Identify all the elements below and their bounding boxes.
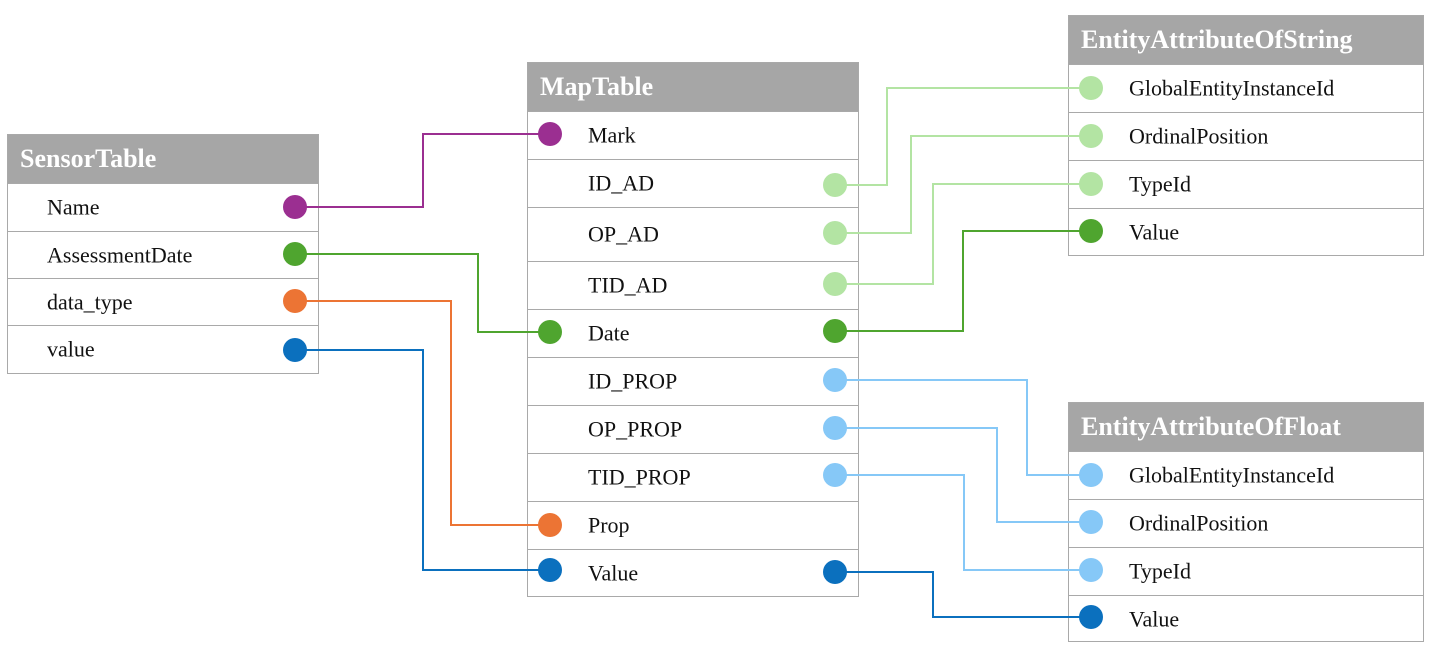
map-table-title: MapTable: [528, 63, 858, 111]
map-table: MapTable Mark ID_AD OP_AD TID_AD Date ID…: [527, 62, 859, 597]
map-row-tid-prop: TID_PROP: [588, 463, 691, 489]
map-row-op-ad: OP_AD: [588, 220, 659, 246]
float-row-ordinalposition: OrdinalPosition: [1129, 509, 1269, 535]
string-table-title: EntityAttributeOfString: [1069, 16, 1423, 64]
table-row: ID_PROP: [528, 357, 858, 405]
table-row: TID_AD: [528, 261, 858, 309]
map-row-op-prop: OP_PROP: [588, 415, 683, 441]
float-row-typeid: TypeId: [1129, 557, 1191, 583]
table-row: Mark: [528, 111, 858, 159]
string-row-typeid: TypeId: [1129, 170, 1191, 196]
table-row: Value: [1069, 208, 1423, 256]
map-row-id-ad: ID_AD: [588, 169, 654, 195]
table-row: GlobalEntityInstanceId: [1069, 451, 1423, 499]
wire-id-prop-to-globalentityinstanceid: [835, 379, 1091, 476]
table-row: TypeId: [1069, 547, 1423, 595]
wire-id-ad-to-globalentityinstanceid: [835, 87, 1091, 186]
map-row-date: Date: [588, 319, 630, 345]
entity-attribute-of-string-table: EntityAttributeOfString GlobalEntityInst…: [1068, 15, 1424, 256]
wire-value-to-float-value: [835, 571, 1091, 618]
wire-tid-prop-to-typeid: [835, 474, 1091, 571]
table-row: OP_PROP: [528, 405, 858, 453]
table-row: Value: [1069, 595, 1423, 643]
table-row: value: [8, 325, 318, 373]
string-row-value: Value: [1129, 218, 1180, 244]
table-row: Date: [528, 309, 858, 357]
table-row: ID_AD: [528, 159, 858, 207]
table-row: Name: [8, 183, 318, 231]
table-row: TID_PROP: [528, 453, 858, 501]
wire-name-to-mark: [295, 133, 550, 208]
map-row-value: Value: [588, 559, 639, 585]
sensor-table-title: SensorTable: [8, 135, 318, 183]
wire-value-to-value: [295, 349, 550, 571]
wire-op-ad-to-ordinalposition: [835, 135, 1091, 234]
wire-data-type-to-prop: [295, 300, 550, 526]
table-row: OrdinalPosition: [1069, 112, 1423, 160]
entity-attribute-of-float-table: EntityAttributeOfFloat GlobalEntityInsta…: [1068, 402, 1424, 642]
sensor-table: SensorTable Name AssessmentDate data_typ…: [7, 134, 319, 374]
string-row-globalentityinstanceid: GlobalEntityInstanceId: [1129, 74, 1335, 100]
table-row: AssessmentDate: [8, 231, 318, 279]
table-row: data_type: [8, 278, 318, 326]
map-row-tid-ad: TID_AD: [588, 271, 668, 297]
table-row: OrdinalPosition: [1069, 499, 1423, 547]
wire-date-to-string-value: [835, 230, 1091, 332]
table-row: TypeId: [1069, 160, 1423, 208]
float-row-value: Value: [1129, 605, 1180, 631]
map-row-id-prop: ID_PROP: [588, 367, 678, 393]
map-row-prop: Prop: [588, 511, 630, 537]
sensor-row-assessmentdate: AssessmentDate: [47, 241, 193, 267]
string-row-ordinalposition: OrdinalPosition: [1129, 122, 1269, 148]
table-row: GlobalEntityInstanceId: [1069, 64, 1423, 112]
sensor-row-name: Name: [47, 193, 100, 219]
wire-tid-ad-to-typeid: [835, 183, 1091, 285]
sensor-row-value: value: [47, 335, 95, 361]
table-row: Prop: [528, 501, 858, 549]
table-row: OP_AD: [528, 207, 858, 261]
wire-op-prop-to-ordinalposition: [835, 427, 1091, 523]
float-table-title: EntityAttributeOfFloat: [1069, 403, 1423, 451]
table-row: Value: [528, 549, 858, 597]
map-row-mark: Mark: [588, 121, 636, 147]
sensor-row-data-type: data_type: [47, 288, 133, 314]
wire-assessmentdate-to-date: [295, 253, 550, 333]
float-row-globalentityinstanceid: GlobalEntityInstanceId: [1129, 461, 1335, 487]
